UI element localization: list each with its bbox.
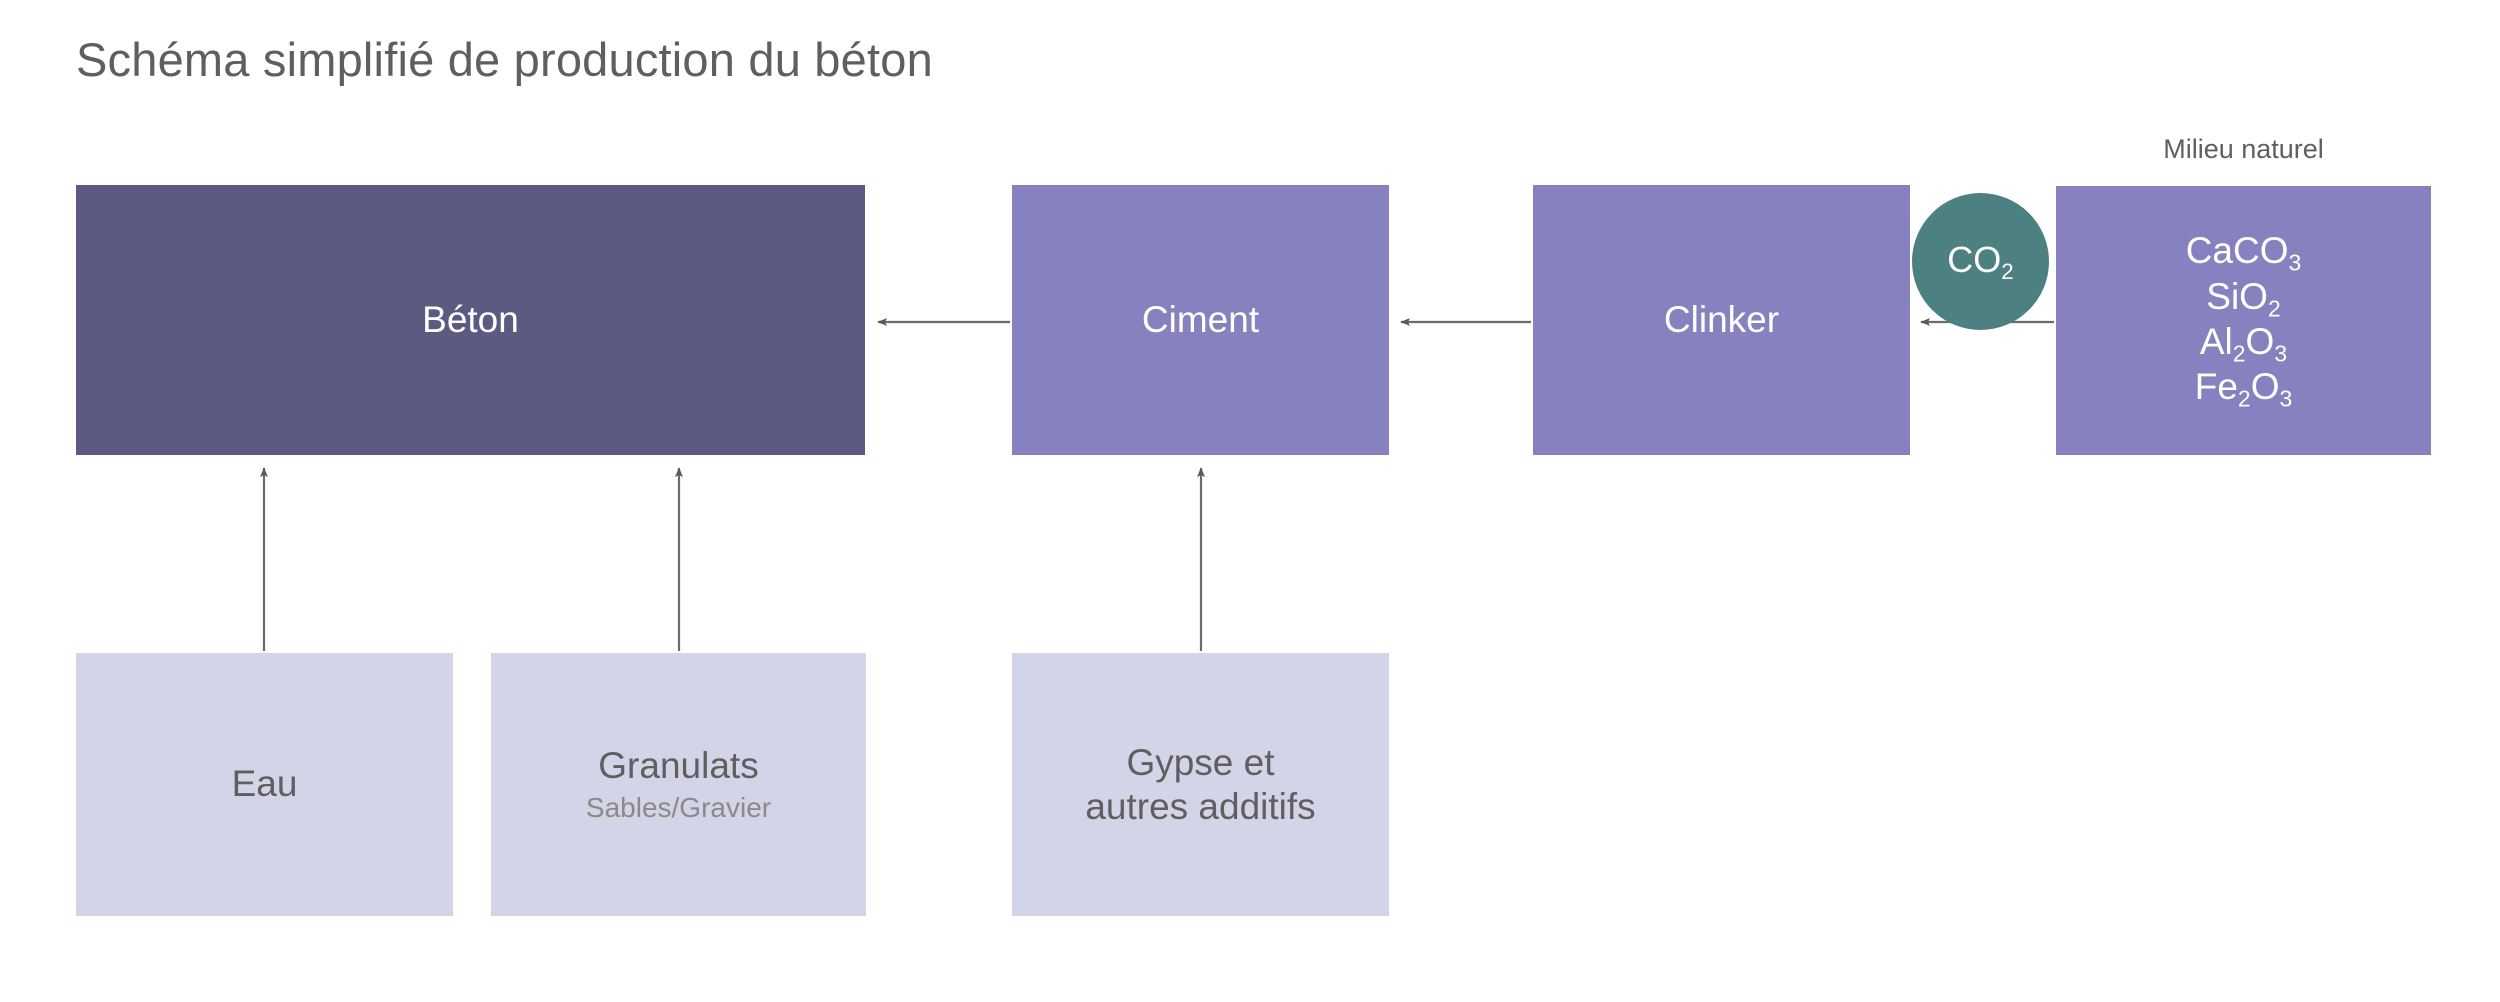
node-gypse-label: Gypse et autres additifs [1085,741,1315,828]
node-gypse-label-line2: autres additifs [1085,785,1316,827]
formula-caco3-sub: 3 [2288,249,2302,276]
node-beton[interactable]: Béton [76,185,865,455]
formula-al2o3-sub-b: 3 [2274,340,2288,367]
node-beton-label: Béton [422,298,519,340]
caption-milieu-naturel: Milieu naturel [2163,134,2324,164]
node-granulats-label: Granulats [598,745,759,787]
formula-sio2: SiO2 [2206,276,2280,320]
co2-label: CO2 [1947,238,2014,284]
page-title: Schéma simplifié de production du béton [76,33,933,86]
node-clinker-label: Clinker [1663,298,1780,340]
node-gypse-label-line1: Gypse et [1126,741,1275,783]
node-eau[interactable]: Eau [76,653,453,916]
formula-fe2o3-sub-b: 3 [2279,385,2293,412]
formula-caco3-base: CaCO [2185,230,2289,272]
co2-sub: 2 [2001,258,2014,284]
formula-fe2o3-base-b: O [2250,366,2280,408]
formula-sio2-sub: 2 [2267,295,2281,322]
formula-al2o3-base-b: O [2245,321,2275,362]
node-ciment-label: Ciment [1141,298,1260,340]
node-eau-label: Eau [231,763,298,805]
node-granulats-sublabel: Sables/Gravier [585,791,772,823]
co2-bubble[interactable]: CO2 [1912,193,2049,330]
node-granulats[interactable]: Granulats Sables/Gravier [491,653,866,916]
formula-fe2o3-sub-a: 2 [2237,385,2251,412]
node-clinker[interactable]: Clinker [1533,185,1910,455]
formula-fe2o3-base-a: Fe [2194,366,2238,408]
formula-al2o3: Al2O3 [2200,321,2287,365]
formula-stack: CaCO3 SiO2 Al2O3 Fe2O3 [2186,230,2302,410]
node-ciment[interactable]: Ciment [1012,185,1389,455]
node-matieres-premieres[interactable]: CaCO3 SiO2 Al2O3 Fe2O3 [2056,186,2431,455]
co2-base: CO [1947,238,2002,280]
formula-caco3: CaCO3 [2186,230,2302,274]
formula-fe2o3: Fe2O3 [2195,366,2293,410]
formula-al2o3-sub-a: 2 [2232,340,2246,367]
node-gypse[interactable]: Gypse et autres additifs [1012,653,1389,916]
formula-sio2-base: SiO [2206,275,2268,317]
formula-al2o3-base-a: Al [2199,321,2233,362]
